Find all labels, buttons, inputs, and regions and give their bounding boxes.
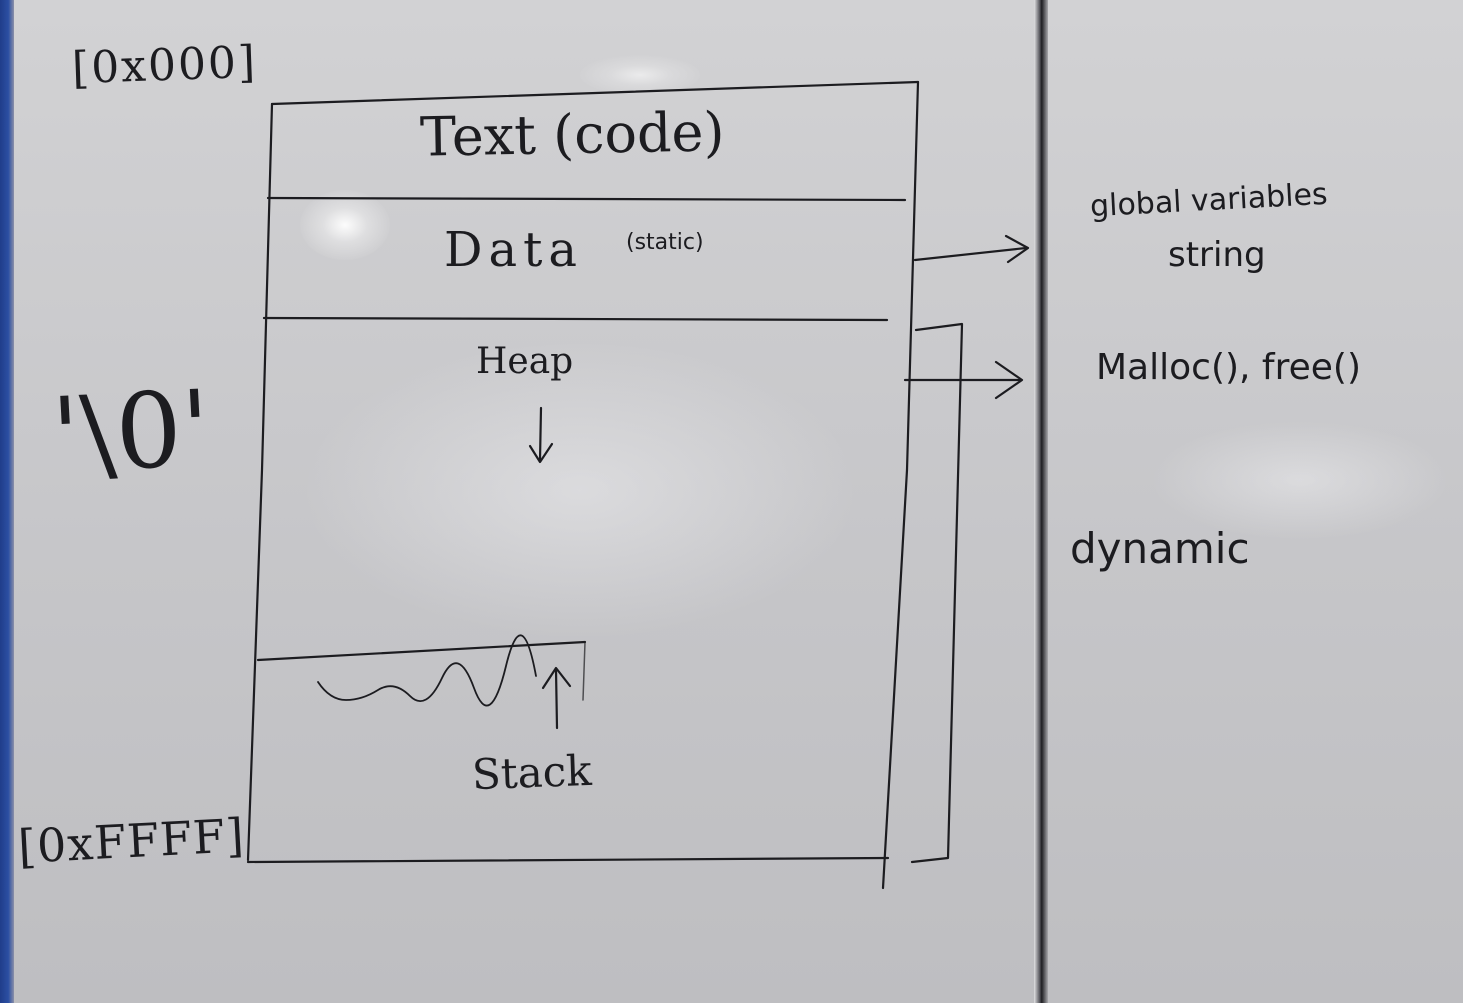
data-heap-divider bbox=[262, 316, 889, 322]
data-note-arrow-shaft bbox=[913, 246, 1028, 262]
stack-region-edge bbox=[582, 641, 586, 701]
heap-note-arrow-head bbox=[994, 360, 1024, 400]
memory-box-left bbox=[246, 102, 274, 862]
memory-box-top bbox=[270, 80, 920, 106]
stack-wavy-line bbox=[317, 634, 537, 707]
light-glare bbox=[300, 190, 390, 260]
end-address-label: [0xFFFF] bbox=[16, 808, 247, 874]
stack-arrow-head bbox=[541, 666, 572, 690]
text-data-divider bbox=[266, 196, 907, 202]
memory-box-bottom bbox=[246, 856, 890, 864]
data-segment-label: Data bbox=[444, 222, 584, 278]
memory-box-right bbox=[881, 80, 920, 890]
whiteboard-frame-left bbox=[0, 0, 14, 1003]
stack-arrow-shaft bbox=[554, 668, 559, 730]
light-glare bbox=[580, 55, 700, 95]
heap-arrow-shaft bbox=[538, 406, 543, 462]
start-address-label: [0x000] bbox=[71, 36, 258, 95]
heap-stack-divider bbox=[256, 640, 587, 662]
heap-arrow-head bbox=[528, 442, 554, 464]
heap-kind-label: dynamic bbox=[1070, 524, 1250, 573]
panel-divider bbox=[1034, 0, 1048, 1003]
eraser-smudge bbox=[300, 340, 860, 640]
heap-stack-bracket bbox=[910, 322, 964, 864]
stack-segment-label: Stack bbox=[471, 745, 593, 800]
eraser-smudge bbox=[1150, 420, 1450, 540]
text-segment-label: Text (code) bbox=[419, 100, 726, 169]
data-note-arrow-head bbox=[1004, 234, 1030, 264]
heap-note-label: Malloc(), free() bbox=[1096, 347, 1361, 388]
heap-segment-label: Heap bbox=[476, 341, 574, 382]
data-note-line-2: string bbox=[1168, 235, 1266, 275]
data-static-note: (static) bbox=[626, 230, 704, 255]
null-char-label: '\0' bbox=[48, 366, 214, 498]
